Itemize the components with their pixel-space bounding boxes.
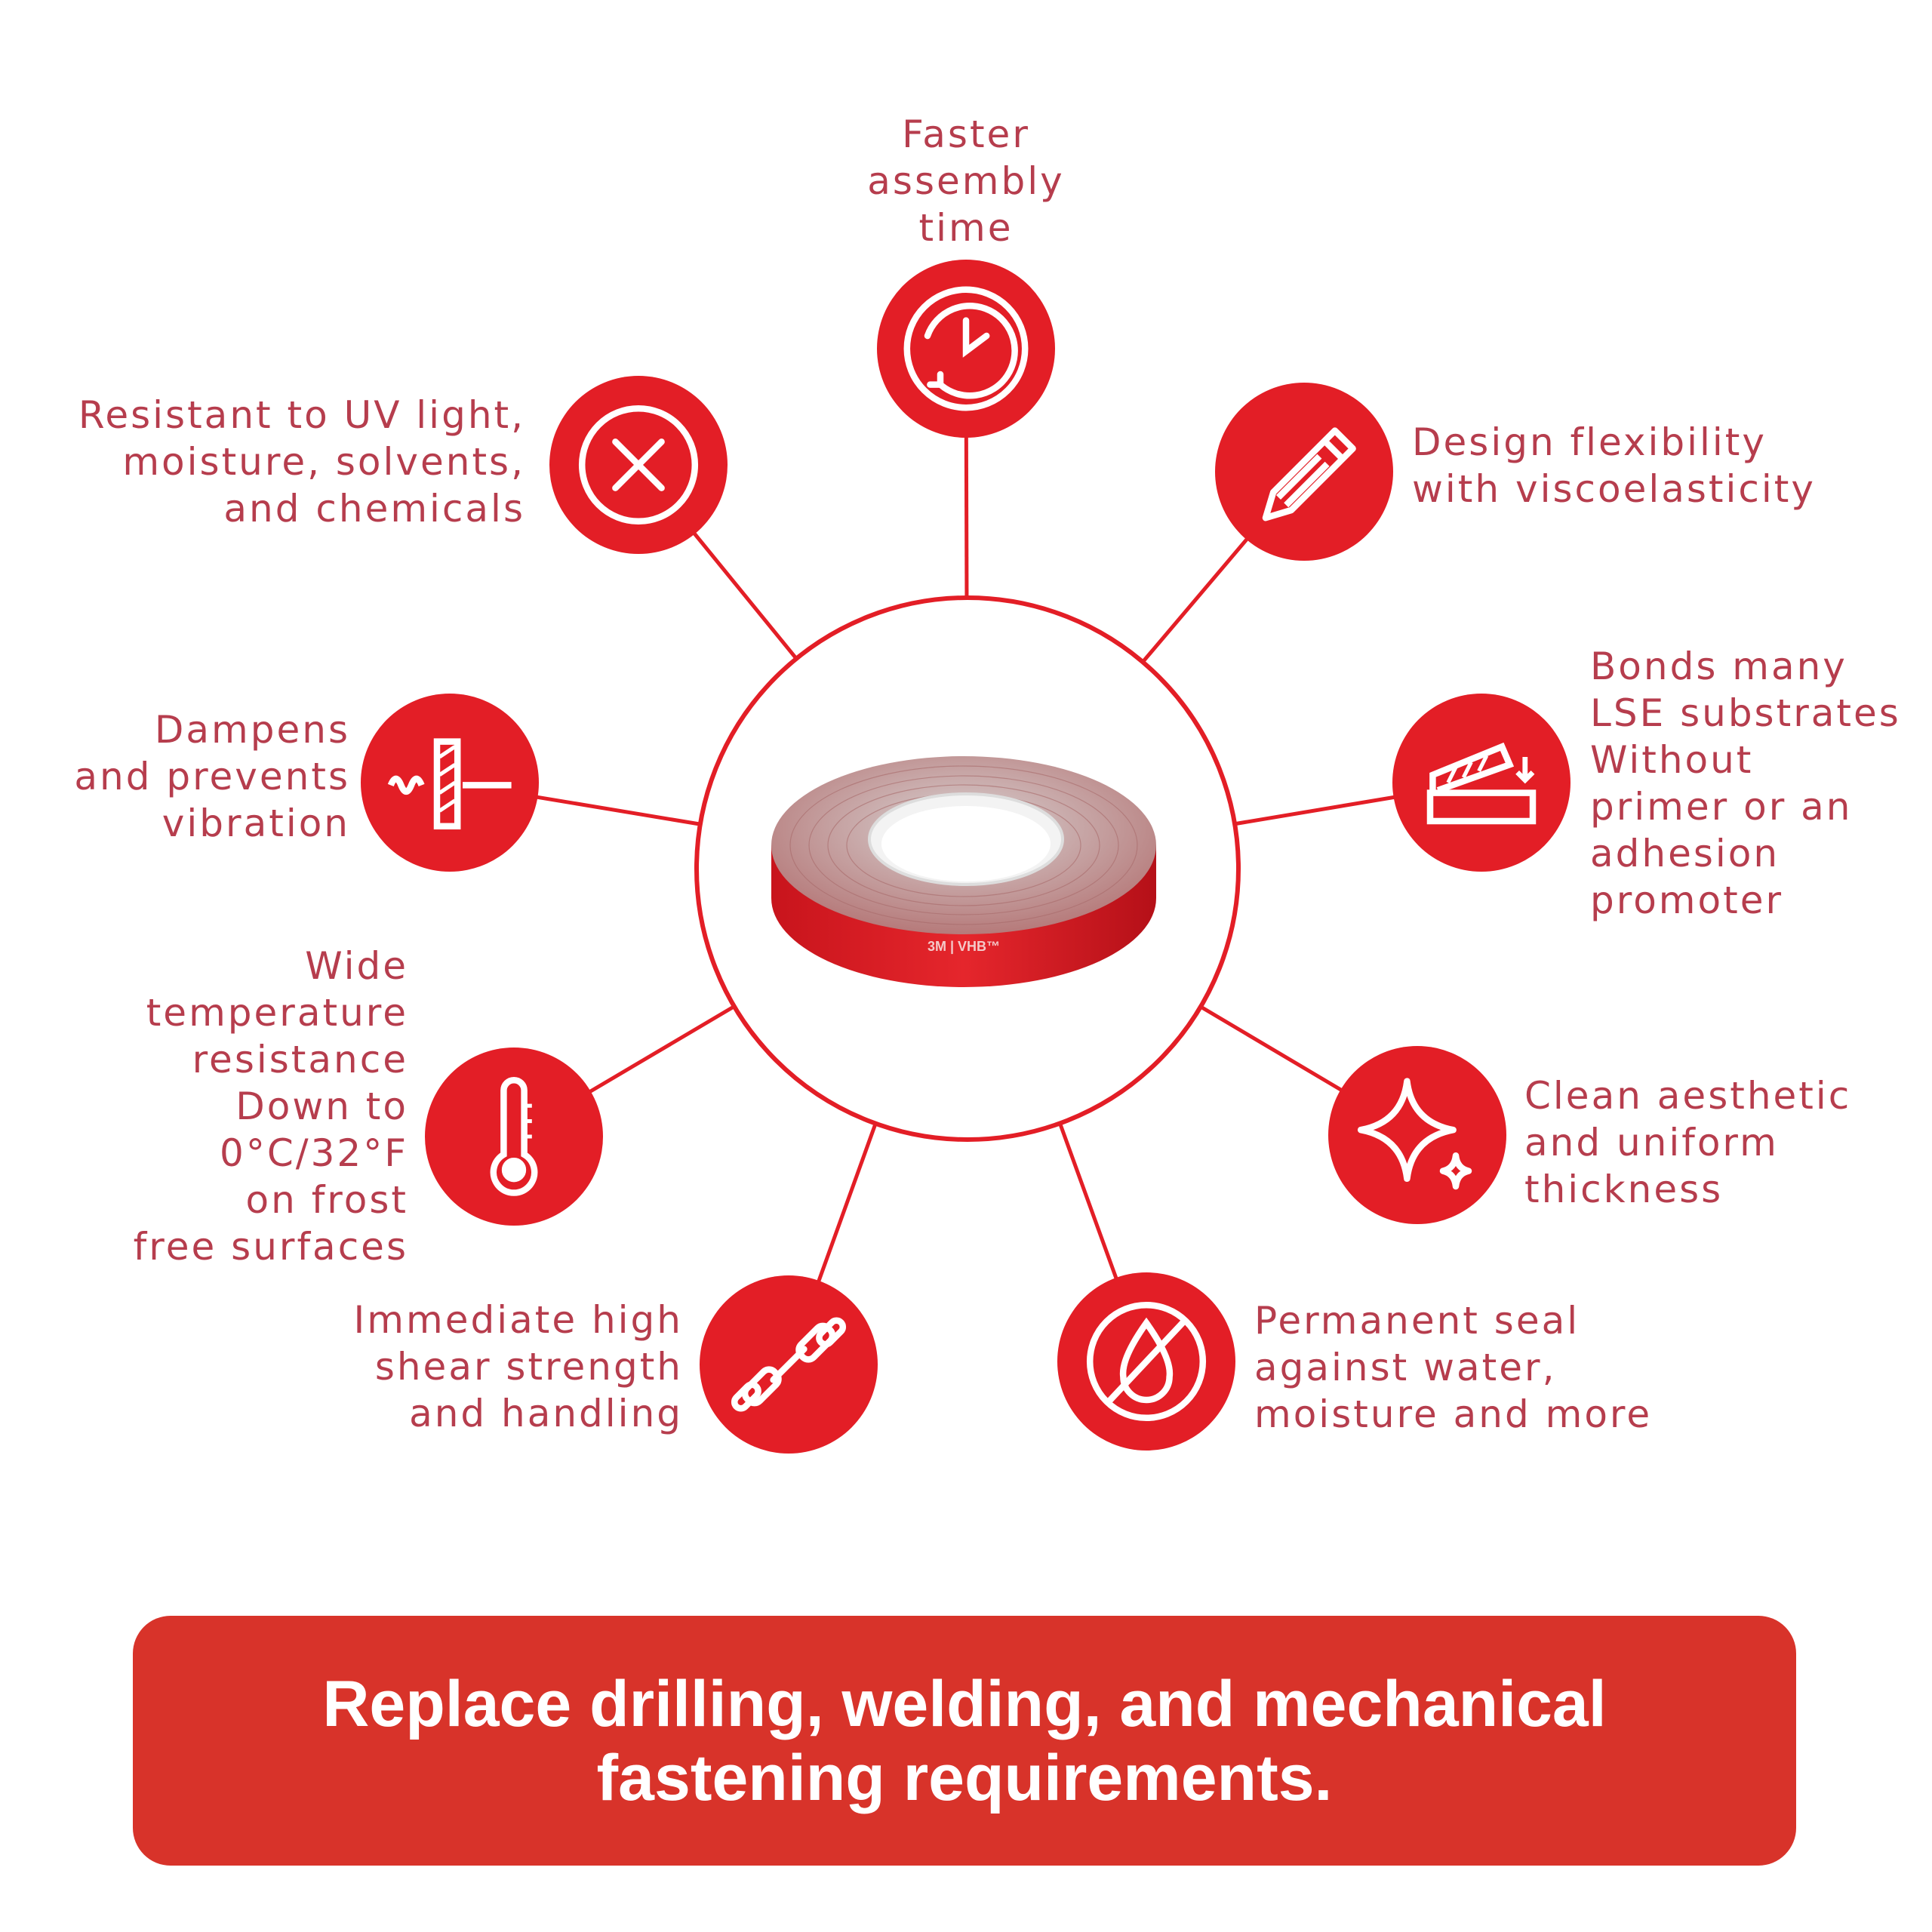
dumbbell-icon (700, 1275, 878, 1454)
feature-label-seal: Permanent seal against water, moisture a… (1254, 1299, 1653, 1436)
feature-label-assembly: Faster assembly time (867, 112, 1065, 250)
feature-label-aesthetic: Clean aesthetic and uniform thickness (1524, 1074, 1852, 1211)
feature-label-temperature: Wide temperature resistance Down to 0°C/… (133, 944, 408, 1269)
x-circle-icon (549, 376, 728, 554)
tape-brand-print: 3M | VHB™ (928, 939, 1000, 954)
feature-label-bonds: Bonds many LSE substrates Without primer… (1590, 645, 1901, 922)
tape-roll-image: 3M | VHB™ (771, 756, 1156, 987)
vibration-icon (361, 694, 539, 872)
summary-banner: Replace drilling, welding, and mechanica… (133, 1616, 1796, 1866)
clock-icon (877, 260, 1055, 438)
thermometer-icon (425, 1048, 603, 1226)
no-water-icon (1057, 1272, 1235, 1451)
feature-label-vibration: Dampens and prevents vibration (74, 708, 350, 845)
banner-text: Replace drilling, welding, and mechanica… (322, 1667, 1607, 1814)
feature-label-shear: Immediate high shear strength and handli… (353, 1298, 683, 1435)
bond-icon (1392, 694, 1571, 872)
feature-label-resistant: Resistant to UV light, moisture, solvent… (78, 393, 525, 531)
pencil-icon (1215, 383, 1393, 561)
sparkle-icon (1328, 1046, 1506, 1224)
feature-label-design: Design flexibility with viscoelasticity (1412, 420, 1816, 511)
